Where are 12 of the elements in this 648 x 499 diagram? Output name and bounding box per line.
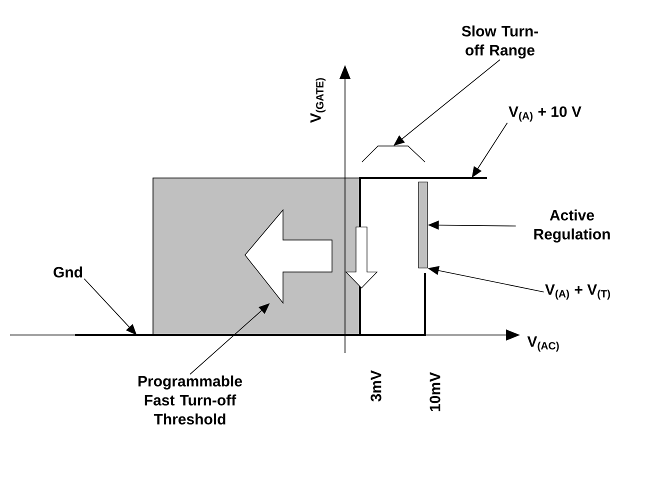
callout-text: V$_{(A)}$ + 10 V	[508, 106, 582, 122]
callout-text: Programmable Fast Turn-off Threshold	[138, 376, 242, 424]
axis-label: V$_{(GATE)}$	[310, 78, 326, 123]
tick-label: 3mV	[370, 370, 382, 402]
callout-text: Slow Turn-off Range	[462, 25, 538, 59]
callout-text: V$_{(A)}$ + V$_{(T)}$	[545, 284, 610, 300]
tick-label: 10mV	[430, 372, 440, 412]
leader-line	[394, 59, 500, 146]
range-bracket	[362, 146, 426, 162]
axis-label: V$_{(AC)}$	[527, 336, 559, 352]
callout-text: Active Regulation	[534, 209, 610, 243]
callout-text: Gnd	[54, 266, 82, 278]
